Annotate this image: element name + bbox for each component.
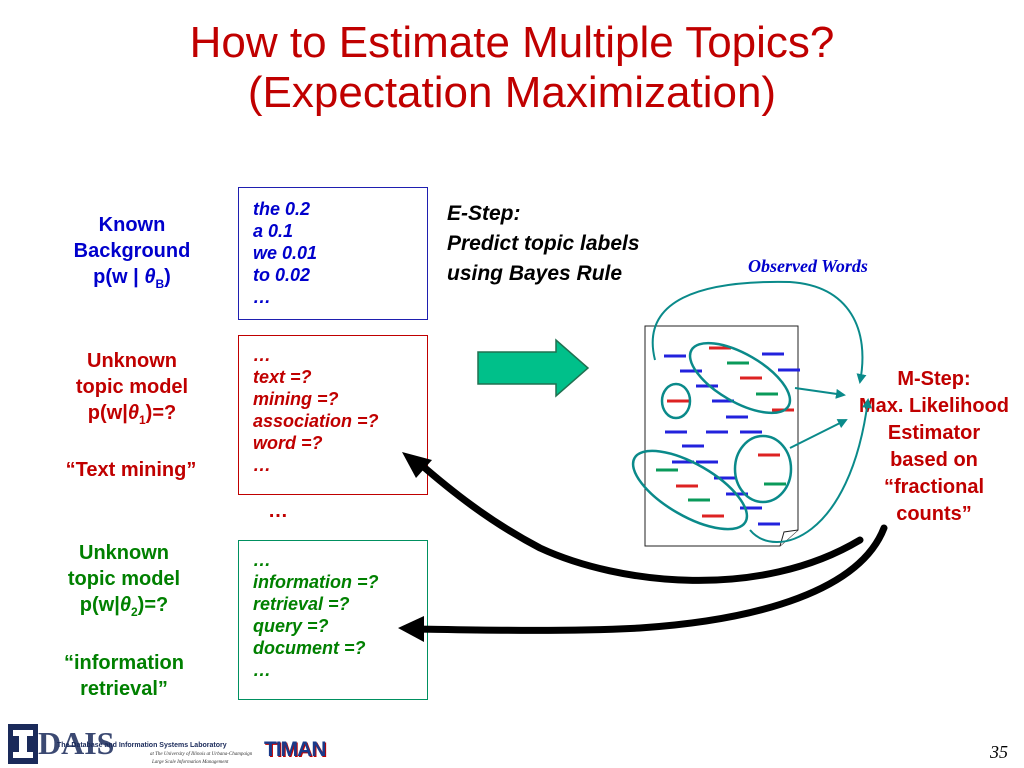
lab-tagline: Large Scale Information Management (152, 760, 228, 765)
lab-affiliation: at The University of Illinois at Urbana-… (150, 752, 252, 757)
illinois-logo (8, 724, 38, 764)
e-step-arrow (478, 340, 588, 396)
timan-logo: TIMAN (264, 738, 326, 762)
document-icon (645, 326, 798, 546)
page-number: 35 (990, 742, 1008, 763)
lab-name: The Database and Information Systems Lab… (57, 742, 227, 749)
group-to-mstep-arrow (795, 388, 844, 395)
arrowhead (398, 616, 424, 642)
